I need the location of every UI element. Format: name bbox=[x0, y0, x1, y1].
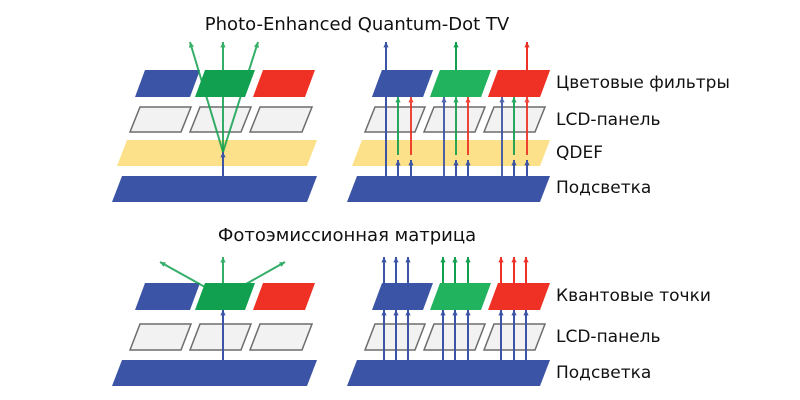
red-filter bbox=[488, 70, 550, 97]
lcd-cell-2 bbox=[422, 106, 487, 133]
blue-output-arrow bbox=[405, 257, 411, 283]
red-light-arrow bbox=[524, 97, 530, 155]
label-lcd-panel: LCD-панель bbox=[556, 110, 661, 130]
blue-light-arrow bbox=[499, 97, 505, 176]
label-backlight: Подсветка bbox=[556, 178, 652, 198]
green-output-arrow bbox=[440, 257, 446, 283]
green-emission-arrow-center bbox=[220, 257, 226, 297]
green-output-arrow bbox=[465, 257, 471, 283]
backlight-layer bbox=[112, 176, 317, 202]
blue-filter bbox=[135, 283, 200, 310]
top-title: Photo-Enhanced Quantum-Dot TV bbox=[204, 14, 510, 35]
label-lcd-panel-bottom: LCD-панель bbox=[556, 327, 661, 347]
blue-output-arrow bbox=[381, 257, 387, 283]
red-filter bbox=[253, 70, 315, 97]
backlight-layer bbox=[112, 360, 317, 386]
green-emission-arrow-right bbox=[222, 41, 259, 153]
blue-light-arrow bbox=[452, 310, 458, 360]
green-light-arrow bbox=[453, 97, 459, 155]
red-filter bbox=[253, 283, 315, 310]
lcd-cell-3 bbox=[248, 323, 314, 351]
label-qdef: QDEF bbox=[556, 143, 603, 163]
blue-light-arrow bbox=[381, 310, 387, 360]
backlight-layer bbox=[347, 176, 550, 202]
lcd-cell-2 bbox=[188, 323, 253, 351]
red-output-arrow bbox=[498, 257, 504, 283]
blue-light-arrow bbox=[405, 310, 411, 360]
lcd-cell-3 bbox=[248, 106, 314, 133]
qdef-layer bbox=[117, 140, 317, 166]
blue-light-arrow bbox=[453, 160, 459, 176]
green-emission-arrow-right bbox=[222, 261, 286, 298]
lcd-cell-1 bbox=[128, 106, 193, 133]
lcd-cell-1 bbox=[128, 323, 193, 351]
blue-light-arrow bbox=[523, 310, 529, 360]
label-quantum-dots: Квантовые точки bbox=[556, 286, 711, 306]
green-emission-arrow-left bbox=[189, 41, 224, 153]
blue-filter bbox=[372, 70, 433, 97]
blue-light-arrow bbox=[440, 310, 446, 360]
lcd-cell-1 bbox=[363, 106, 427, 133]
red-light-arrow bbox=[408, 97, 414, 155]
green-filter bbox=[430, 70, 491, 97]
blue-light-arrow bbox=[441, 97, 447, 176]
blue-light-arrow bbox=[511, 310, 517, 360]
blue-light-arrow bbox=[220, 310, 226, 360]
blue-light-arrow bbox=[393, 310, 399, 360]
label-color-filters: Цветовые фильтры bbox=[556, 73, 730, 93]
blue-light-arrow bbox=[383, 42, 389, 176]
blue-light-arrow bbox=[524, 160, 530, 176]
green-light-arrow bbox=[395, 97, 401, 155]
blue-light-arrow bbox=[220, 152, 226, 176]
blue-light-arrow bbox=[465, 310, 471, 360]
red-output-arrow bbox=[523, 257, 529, 283]
red-output-arrow bbox=[511, 257, 517, 283]
green-light-arrow bbox=[511, 97, 517, 155]
blue-light-arrow bbox=[465, 160, 471, 176]
green-emission-arrow-left bbox=[159, 261, 224, 298]
blue-output-arrow bbox=[393, 257, 399, 283]
blue-light-arrow bbox=[395, 160, 401, 176]
blue-filter bbox=[135, 70, 200, 97]
green-filter bbox=[195, 70, 255, 97]
bottom-title: Фотоэмиссионная матрица bbox=[217, 225, 477, 246]
label-backlight-bottom: Подсветка bbox=[556, 363, 652, 383]
lcd-cell-2 bbox=[188, 106, 253, 133]
green-output-arrow bbox=[453, 42, 459, 70]
red-output-arrow bbox=[524, 42, 530, 70]
blue-light-arrow bbox=[511, 160, 517, 176]
green-filter bbox=[430, 283, 491, 310]
green-output-arrow bbox=[452, 257, 458, 283]
blue-light-arrow bbox=[498, 310, 504, 360]
backlight-layer bbox=[347, 360, 550, 386]
green-emission-arrow-center bbox=[220, 42, 226, 152]
blue-light-arrow bbox=[408, 160, 414, 176]
red-filter bbox=[488, 283, 550, 310]
blue-filter bbox=[372, 283, 433, 310]
red-light-arrow bbox=[465, 97, 471, 155]
qdef-layer bbox=[352, 140, 550, 166]
